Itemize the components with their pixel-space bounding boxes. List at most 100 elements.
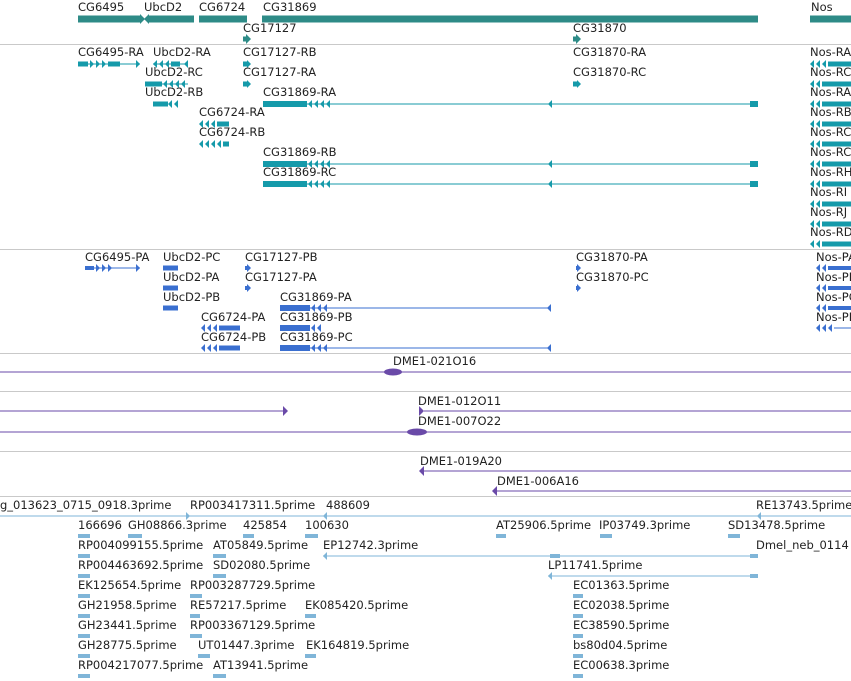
exon-block[interactable] (78, 15, 140, 23)
direction-arrow[interactable] (314, 100, 318, 108)
direction-arrow[interactable] (757, 512, 761, 520)
feature-label[interactable]: UbcD2-PC (163, 250, 221, 264)
exon-block[interactable] (78, 61, 88, 67)
direction-arrow[interactable] (213, 324, 217, 332)
direction-arrow[interactable] (323, 512, 327, 520)
feature-label[interactable]: CG6724-RB (199, 125, 266, 139)
feature-label[interactable]: CG17127-RB (243, 45, 317, 59)
direction-arrow[interactable] (283, 406, 288, 416)
direction-arrow[interactable] (822, 264, 826, 272)
feature-label[interactable]: UbcD2 (144, 0, 183, 14)
feature-label[interactable]: UT01447.3prime (198, 638, 295, 652)
feature-label[interactable]: RP004463692.5prime (78, 558, 204, 572)
direction-arrow[interactable] (326, 160, 330, 168)
feature-label[interactable]: CG17127-PB (245, 250, 318, 264)
feature-label[interactable]: Nos-RA (810, 45, 851, 59)
exon-block[interactable] (85, 266, 94, 270)
exon-block[interactable] (198, 654, 210, 658)
exon-block[interactable] (78, 554, 90, 558)
exon-block[interactable] (822, 121, 851, 127)
exon-block[interactable] (245, 266, 248, 270)
direction-arrow[interactable] (419, 406, 424, 416)
direction-arrow[interactable] (317, 324, 321, 332)
feature-label[interactable]: Nos-RJ (810, 205, 848, 219)
exon-block[interactable] (163, 285, 178, 291)
feature-label[interactable]: Nos-RB (810, 105, 851, 119)
feature-label[interactable]: Nos (811, 0, 833, 14)
exon-block[interactable] (305, 614, 316, 618)
exon-block[interactable] (750, 554, 758, 558)
exon-block[interactable] (750, 101, 758, 107)
feature-label[interactable]: Nos-RA (810, 85, 851, 99)
direction-arrow[interactable] (810, 160, 814, 168)
direction-arrow[interactable] (144, 14, 149, 24)
exon-block[interactable] (828, 266, 851, 270)
feature-label[interactable]: Nos-RH (810, 165, 851, 179)
exon-block[interactable] (822, 101, 851, 107)
feature-label[interactable]: RP004217077.5prime (78, 658, 204, 672)
exon-block[interactable] (213, 674, 226, 678)
feature-label[interactable]: DME1-019A20 (420, 454, 502, 468)
exon-block[interactable] (78, 574, 90, 578)
feature-label[interactable]: CG6495-RA (78, 45, 144, 59)
direction-arrow[interactable] (168, 100, 172, 108)
direction-arrow[interactable] (205, 140, 209, 148)
feature-label[interactable]: CG6724 (199, 0, 246, 14)
direction-arrow[interactable] (314, 160, 318, 168)
direction-arrow[interactable] (201, 324, 205, 332)
feature-label[interactable]: DME1-012O11 (418, 394, 502, 408)
feature-label[interactable]: GH28775.5prime (78, 638, 177, 652)
exon-block[interactable] (243, 81, 247, 87)
direction-arrow[interactable] (136, 60, 140, 68)
feature-label[interactable]: CG31870-RA (573, 45, 647, 59)
direction-arrow[interactable] (816, 60, 820, 68)
feature-label[interactable]: CG6495-PA (85, 250, 150, 264)
direction-arrow[interactable] (320, 100, 324, 108)
exon-block[interactable] (78, 634, 90, 638)
exon-block[interactable] (190, 614, 200, 618)
direction-arrow[interactable] (822, 60, 826, 68)
direction-arrow[interactable] (217, 140, 221, 148)
direction-arrow[interactable] (822, 324, 826, 332)
direction-arrow[interactable] (102, 60, 106, 68)
feature-label[interactable]: GH08866.3prime (128, 518, 227, 532)
feature-label[interactable]: DME1-021O16 (393, 354, 477, 368)
feature-label[interactable]: DME1-007O22 (418, 414, 502, 428)
feature-label[interactable]: GH21958.5prime (78, 598, 177, 612)
exon-block[interactable] (822, 141, 851, 147)
feature-label[interactable]: EP12742.3prime (323, 538, 419, 552)
direction-arrow[interactable] (213, 344, 217, 352)
feature-label[interactable]: Nos-RC (810, 125, 851, 139)
direction-arrow[interactable] (816, 140, 820, 148)
exon-block[interactable] (280, 325, 310, 331)
direction-arrow[interactable] (205, 120, 209, 128)
exon-block[interactable] (263, 161, 307, 167)
direction-arrow[interactable] (140, 14, 145, 24)
feature-label[interactable]: CG17127-RA (243, 65, 317, 79)
direction-arrow[interactable] (822, 284, 826, 292)
direction-arrow[interactable] (108, 264, 112, 272)
exon-block[interactable] (219, 325, 240, 331)
exon-block[interactable] (78, 614, 90, 618)
direction-arrow[interactable] (816, 324, 820, 332)
exon-block[interactable] (190, 634, 202, 638)
feature-label[interactable]: GH23441.5prime (78, 618, 177, 632)
direction-arrow[interactable] (320, 160, 324, 168)
exon-block[interactable] (217, 121, 229, 127)
feature-label[interactable]: Nos-RC (810, 145, 851, 159)
direction-arrow[interactable] (810, 60, 814, 68)
direction-arrow[interactable] (816, 264, 820, 272)
feature-label[interactable]: EK164819.5prime (306, 638, 410, 652)
feature-label[interactable]: CG6495 (78, 0, 125, 14)
feature-label[interactable]: AT13941.5prime (213, 658, 309, 672)
feature-label[interactable]: Nos-PA (816, 250, 851, 264)
feature-label[interactable]: DME1-006A16 (497, 474, 579, 488)
exon-block[interactable] (149, 15, 194, 23)
exon-block[interactable] (199, 15, 247, 23)
exon-block[interactable] (262, 15, 758, 23)
direction-arrow[interactable] (816, 160, 820, 168)
exon-block[interactable] (243, 534, 254, 538)
direction-arrow[interactable] (102, 264, 106, 272)
clone-marker[interactable] (407, 428, 427, 436)
direction-arrow[interactable] (547, 304, 551, 312)
